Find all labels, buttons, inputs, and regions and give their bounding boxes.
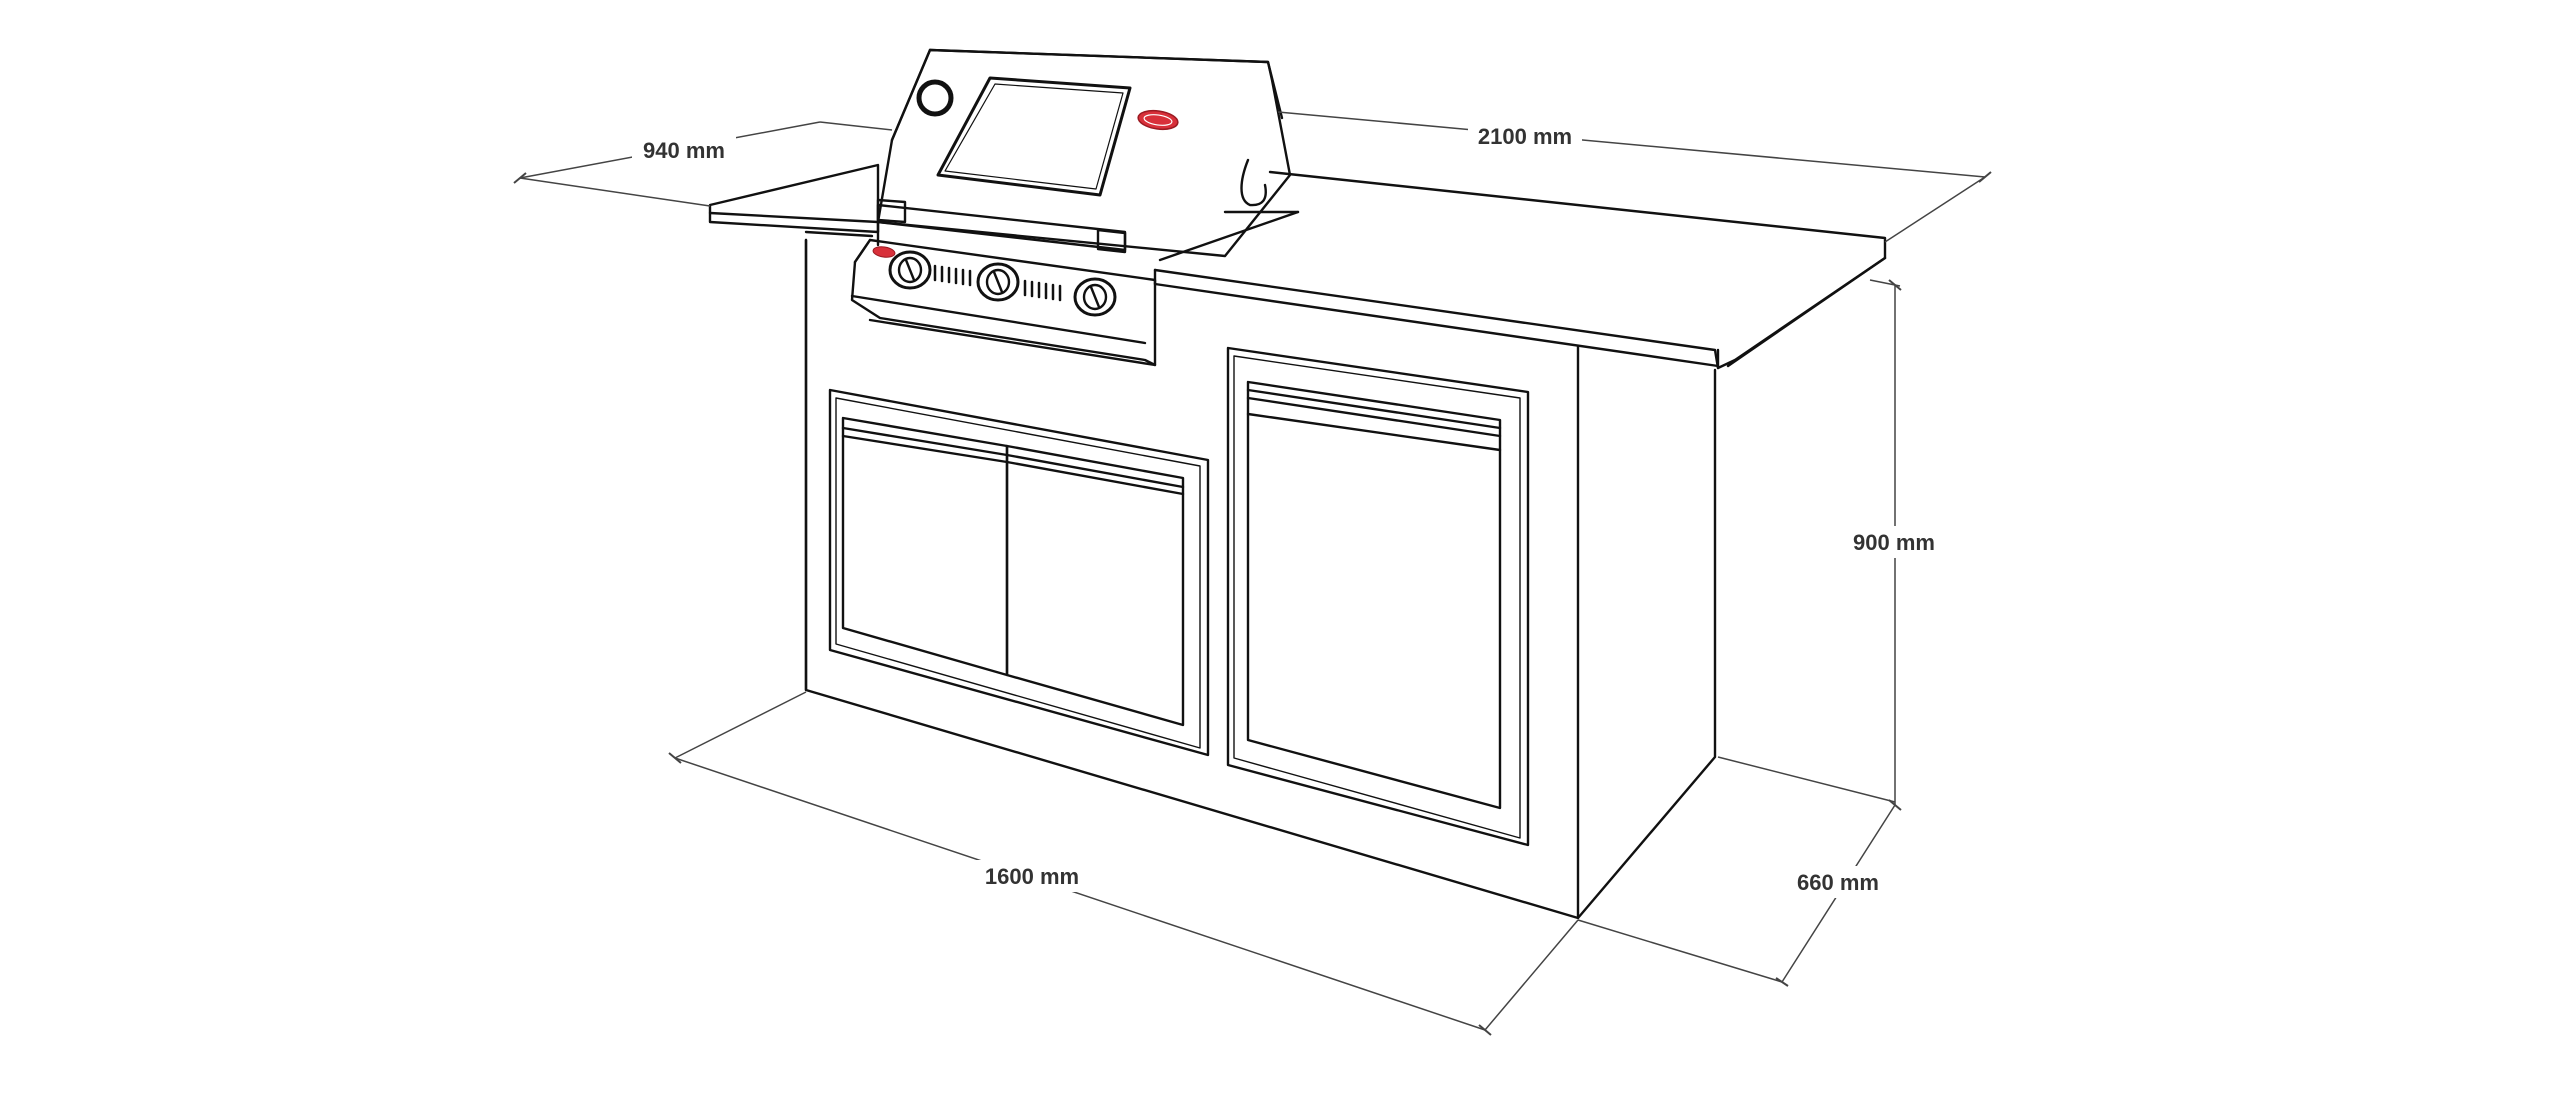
island-cabinet-body [804,238,1717,920]
right-door-frame [1226,346,1530,847]
control-knob[interactable] [1073,277,1117,317]
brand-logo-small [872,246,896,258]
bbq-hood [876,48,1300,262]
dimension-ticks [513,171,1992,1036]
hood-window [936,76,1132,197]
thermometer-ring [916,79,954,117]
control-knob[interactable] [888,250,932,290]
control-panel [850,238,1157,367]
brand-logo [1137,109,1179,131]
dimension-label-2100: 2100 mm [1478,124,1572,149]
dimension-lines [519,111,1986,1031]
dimension-label-660: 660 mm [1797,870,1879,895]
dimension-label-1600: 1600 mm [985,864,1079,889]
left-door[interactable] [841,416,1009,677]
control-knob[interactable] [976,262,1020,302]
countertop [708,163,1887,370]
right-door[interactable] [1005,444,1185,727]
dimension-label-900: 900 mm [1853,530,1935,555]
dimension-label-940: 940 mm [643,138,725,163]
vent-slots [933,264,1062,302]
single-door[interactable] [1246,380,1502,810]
left-double-door-frame [828,388,1210,757]
